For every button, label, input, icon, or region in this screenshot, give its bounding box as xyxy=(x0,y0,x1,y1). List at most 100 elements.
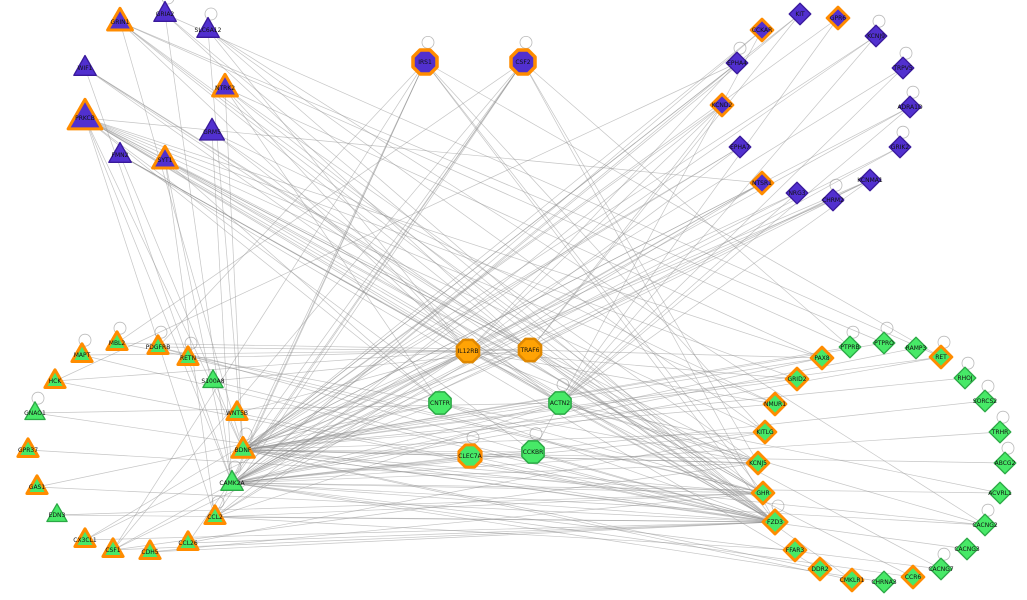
node-trpv5[interactable] xyxy=(891,56,915,80)
node-cdh5[interactable] xyxy=(138,539,162,560)
edge xyxy=(231,482,914,578)
self-loop-edge xyxy=(961,356,975,370)
node-cacng3[interactable] xyxy=(955,537,979,561)
node-ptpro[interactable] xyxy=(872,331,896,355)
edge xyxy=(242,179,871,451)
edge xyxy=(242,349,531,451)
edge xyxy=(187,431,766,544)
node-gpr37[interactable] xyxy=(16,437,40,458)
edge xyxy=(212,380,776,523)
node-fzd3[interactable] xyxy=(761,508,789,536)
edge xyxy=(236,412,776,523)
node-irs1[interactable] xyxy=(411,48,439,76)
node-pax8[interactable] xyxy=(809,345,835,371)
node-ccl26[interactable] xyxy=(176,530,200,551)
node-clec7a[interactable] xyxy=(457,443,483,469)
edge xyxy=(84,350,469,541)
node-kcnma1[interactable] xyxy=(858,168,882,192)
node-acvrl1[interactable] xyxy=(988,481,1012,505)
edge xyxy=(119,21,885,344)
node-cmklr1[interactable] xyxy=(839,567,865,593)
edge xyxy=(231,402,441,484)
edge xyxy=(224,87,441,404)
node-ntrk2[interactable] xyxy=(211,72,239,98)
edge xyxy=(187,521,776,544)
node-gas1[interactable] xyxy=(25,474,49,495)
node-cacng2[interactable] xyxy=(973,513,997,537)
self-loop-edge xyxy=(981,503,995,517)
node-s100a8[interactable] xyxy=(202,369,224,389)
node-mapt[interactable] xyxy=(70,342,94,363)
node-camk2a[interactable] xyxy=(220,469,244,491)
node-chrna3[interactable] xyxy=(872,570,896,594)
node-ccl2[interactable] xyxy=(203,504,227,525)
edge xyxy=(559,402,986,526)
node-pdgfrb[interactable] xyxy=(146,334,170,355)
node-gnao1[interactable] xyxy=(24,401,46,421)
node-sorcs2[interactable] xyxy=(973,389,997,413)
edge xyxy=(242,29,763,451)
node-epha4[interactable] xyxy=(725,51,749,75)
node-cacng7[interactable] xyxy=(929,557,953,581)
node-traf6[interactable] xyxy=(517,337,543,363)
edge xyxy=(242,378,798,451)
node-wnt5b[interactable] xyxy=(225,400,249,421)
edge xyxy=(231,482,942,570)
edge xyxy=(207,29,766,433)
edge xyxy=(149,492,764,553)
node-il12rb[interactable] xyxy=(455,338,481,364)
node-ghr[interactable] xyxy=(750,480,776,506)
node-cntfr[interactable] xyxy=(428,391,452,415)
node-kcnd2[interactable] xyxy=(709,92,735,118)
node-cckbr[interactable] xyxy=(521,440,545,464)
node-cx3cl1[interactable] xyxy=(73,527,97,548)
node-ddr2[interactable] xyxy=(807,556,833,582)
node-ffar3[interactable] xyxy=(782,537,808,563)
node-ramp3[interactable] xyxy=(904,336,928,360)
node-retn[interactable] xyxy=(176,345,200,366)
node-kcnj9[interactable] xyxy=(864,24,888,48)
node-ptprb[interactable] xyxy=(838,335,862,359)
edge xyxy=(84,117,766,433)
node-abcg2[interactable] xyxy=(993,451,1017,475)
node-ntsr1[interactable] xyxy=(749,170,775,196)
edge xyxy=(559,402,759,464)
self-loop-edge xyxy=(31,391,45,405)
node-fmn2[interactable] xyxy=(108,141,132,163)
node-gpr6[interactable] xyxy=(825,5,851,31)
node-kit[interactable] xyxy=(788,2,812,26)
node-csf2[interactable] xyxy=(509,48,537,76)
node-chrm2[interactable] xyxy=(821,188,845,212)
node-nrg3[interactable] xyxy=(785,181,809,205)
edge xyxy=(242,403,776,451)
node-prkcb[interactable] xyxy=(66,97,104,131)
node-trhr[interactable] xyxy=(988,420,1012,444)
node-cckar[interactable] xyxy=(749,17,775,43)
node-grid2[interactable] xyxy=(784,366,810,392)
node-adra1d[interactable] xyxy=(898,95,922,119)
node-rhoj[interactable] xyxy=(953,366,977,390)
node-mbl2[interactable] xyxy=(105,330,129,351)
node-ccr6[interactable] xyxy=(900,564,926,590)
node-gria2[interactable] xyxy=(153,0,177,22)
node-kcnj5[interactable] xyxy=(745,450,771,476)
node-slc6a12[interactable] xyxy=(196,16,220,38)
node-csf1[interactable] xyxy=(101,537,125,558)
edge xyxy=(211,131,233,484)
node-bdnf[interactable] xyxy=(230,436,256,459)
node-kitlg[interactable] xyxy=(752,419,778,445)
node-actn2[interactable] xyxy=(548,391,572,415)
node-syt1[interactable] xyxy=(151,144,179,170)
node-hck[interactable] xyxy=(43,368,67,389)
node-edn3[interactable] xyxy=(46,503,68,523)
node-nmur1[interactable] xyxy=(762,391,788,417)
node-epha7[interactable] xyxy=(728,135,752,159)
node-grik2[interactable] xyxy=(888,135,912,159)
node-grm5[interactable] xyxy=(198,117,226,141)
node-wif1[interactable] xyxy=(73,54,97,76)
edge xyxy=(164,13,942,358)
node-ret[interactable] xyxy=(928,344,954,370)
edge xyxy=(149,521,776,553)
node-grin1[interactable] xyxy=(106,6,134,32)
